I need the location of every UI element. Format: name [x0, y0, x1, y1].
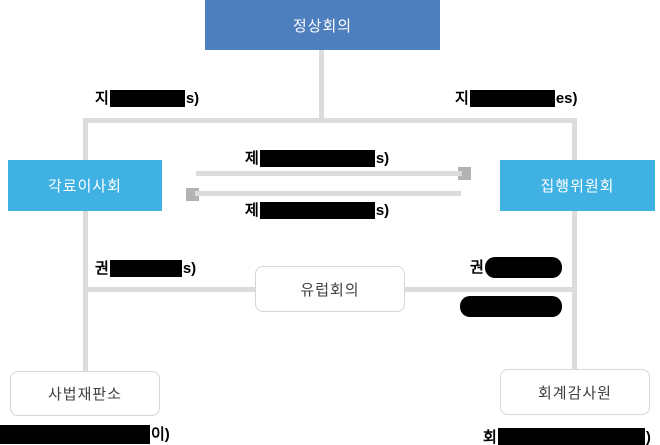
edge-label-bottom-right-suffix: )	[645, 429, 651, 445]
connector-left-stub-top	[83, 118, 88, 165]
node-summit: 정상회의	[205, 0, 440, 50]
edge-label-right-top-prefix: 지	[455, 90, 469, 107]
connector-left-stub-bottom	[83, 211, 88, 373]
node-council-label: 각료이사회	[47, 178, 122, 195]
node-europe-label: 유럽회의	[300, 281, 360, 299]
edge-label-between-top-suffix: s)	[375, 150, 390, 167]
connector-europe-left	[85, 287, 255, 292]
connector-europe-right	[405, 287, 574, 292]
connector-horizontal-main	[83, 118, 577, 123]
node-court: 사법재판소	[10, 371, 160, 416]
node-summit-label: 정상회의	[292, 17, 353, 35]
edge-label-right-top: 지 es)	[455, 88, 578, 109]
connector-right-stub-top	[572, 118, 577, 165]
redaction-bar	[0, 425, 150, 444]
node-court-label: 사법재판소	[47, 386, 122, 403]
arrow-left-shaft	[195, 191, 461, 196]
edge-label-right-top-suffix: es)	[555, 90, 578, 107]
node-commission: 집행위원회	[500, 160, 655, 211]
connector-right-stub-bottom	[572, 211, 577, 369]
node-commission-label: 집행위원회	[540, 178, 615, 195]
connector-summit-down	[319, 50, 324, 120]
edge-label-between-bottom-suffix: s)	[375, 202, 390, 219]
edge-label-left-top: 지 s)	[95, 88, 199, 109]
arrow-right-head	[458, 167, 471, 180]
redaction-bar	[469, 90, 555, 107]
edge-label-bottom-left-suffix: 이)	[151, 426, 170, 443]
edge-label-europe-left-suffix: s)	[182, 260, 197, 277]
node-council: 각료이사회	[8, 160, 162, 211]
redaction-bar	[497, 428, 645, 445]
edge-label-left-top-suffix: s)	[185, 90, 200, 107]
redaction-bar	[484, 257, 562, 278]
arrow-right-shaft	[196, 171, 462, 176]
edge-label-bottom-right: 회 )	[483, 427, 651, 445]
edge-label-europe-right-line1: 권	[470, 257, 562, 278]
redaction-bar	[259, 202, 375, 219]
redaction-bar	[259, 150, 375, 167]
redaction-bar	[109, 90, 185, 107]
redaction-bar	[109, 260, 182, 277]
edge-label-europe-left: 권 s)	[95, 258, 196, 279]
edge-label-between-top-prefix: 제	[245, 150, 259, 167]
node-auditors: 회계감사원	[500, 369, 650, 415]
edge-label-europe-right-line2	[460, 296, 562, 317]
edge-label-between-bottom: 제 s)	[245, 200, 389, 221]
edge-label-between-bottom-prefix: 제	[245, 202, 259, 219]
redaction-bar	[460, 296, 562, 317]
node-auditors-label: 회계감사원	[537, 384, 612, 402]
edge-label-bottom-left: 이)	[0, 424, 170, 445]
edge-label-between-top: 제 s)	[245, 148, 389, 169]
edge-label-bottom-right-prefix: 회	[483, 429, 497, 445]
edge-label-left-top-prefix: 지	[95, 90, 109, 107]
edge-label-europe-left-prefix: 권	[95, 260, 109, 277]
node-europe: 유럽회의	[255, 266, 405, 312]
edge-label-europe-right-line1-prefix: 권	[470, 259, 484, 276]
